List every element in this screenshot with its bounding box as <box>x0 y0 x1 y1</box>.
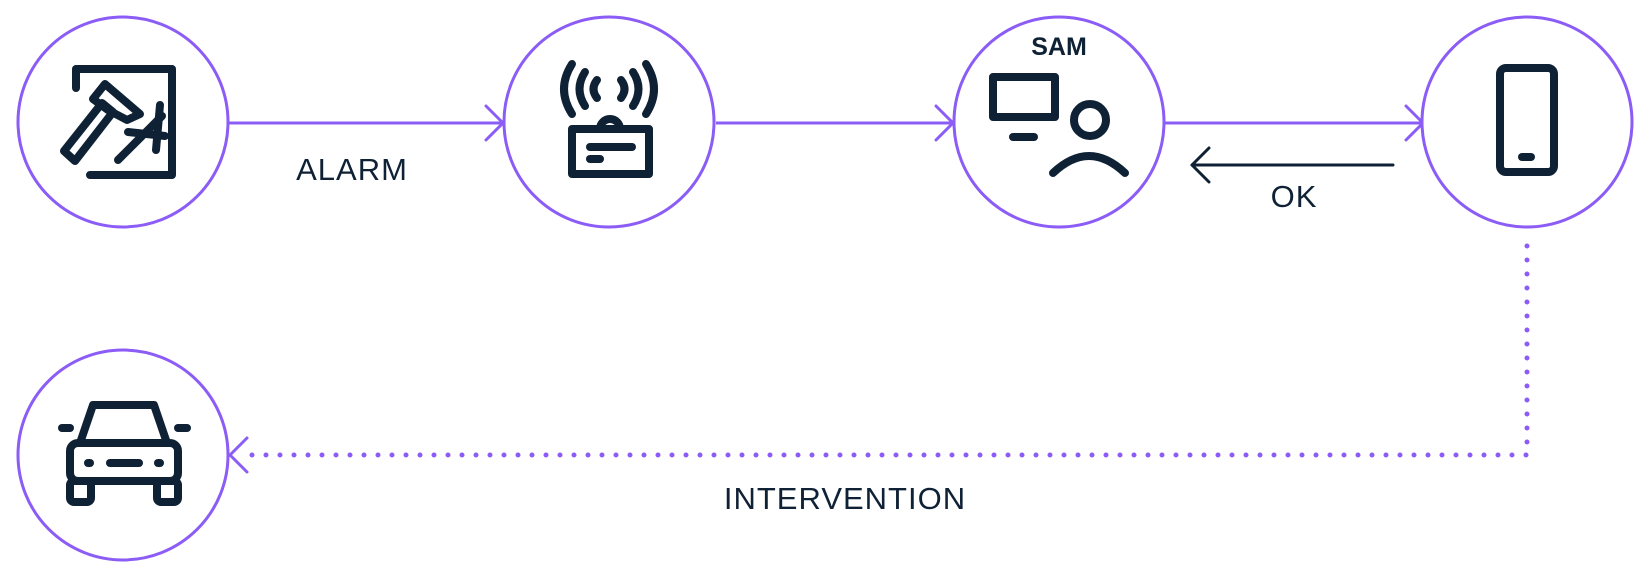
node-break-in <box>16 15 230 229</box>
node-caption-sam: SAM <box>1031 33 1087 61</box>
car-icon <box>58 401 191 506</box>
node-alarm-unit <box>502 15 716 229</box>
node-sam: SAM <box>952 15 1166 229</box>
window-hammer-icon <box>60 65 176 179</box>
edge-ok-return <box>1190 146 1395 184</box>
edge-alarm-unit-to-sam <box>716 104 955 142</box>
phone-icon <box>1496 64 1558 176</box>
node-patrol-car <box>16 348 230 562</box>
edge-intervention <box>228 243 1530 474</box>
edge-label-alarm: ALARM <box>296 152 408 187</box>
edge-alarm <box>228 104 505 142</box>
edge-label-ok: OK <box>1271 179 1318 214</box>
alarm-box-icon <box>560 60 658 178</box>
node-phone <box>1420 15 1634 229</box>
edge-label-intervention: INTERVENTION <box>724 481 966 516</box>
edge-sam-to-phone <box>1165 104 1425 142</box>
operator-workstation-icon <box>989 73 1129 177</box>
